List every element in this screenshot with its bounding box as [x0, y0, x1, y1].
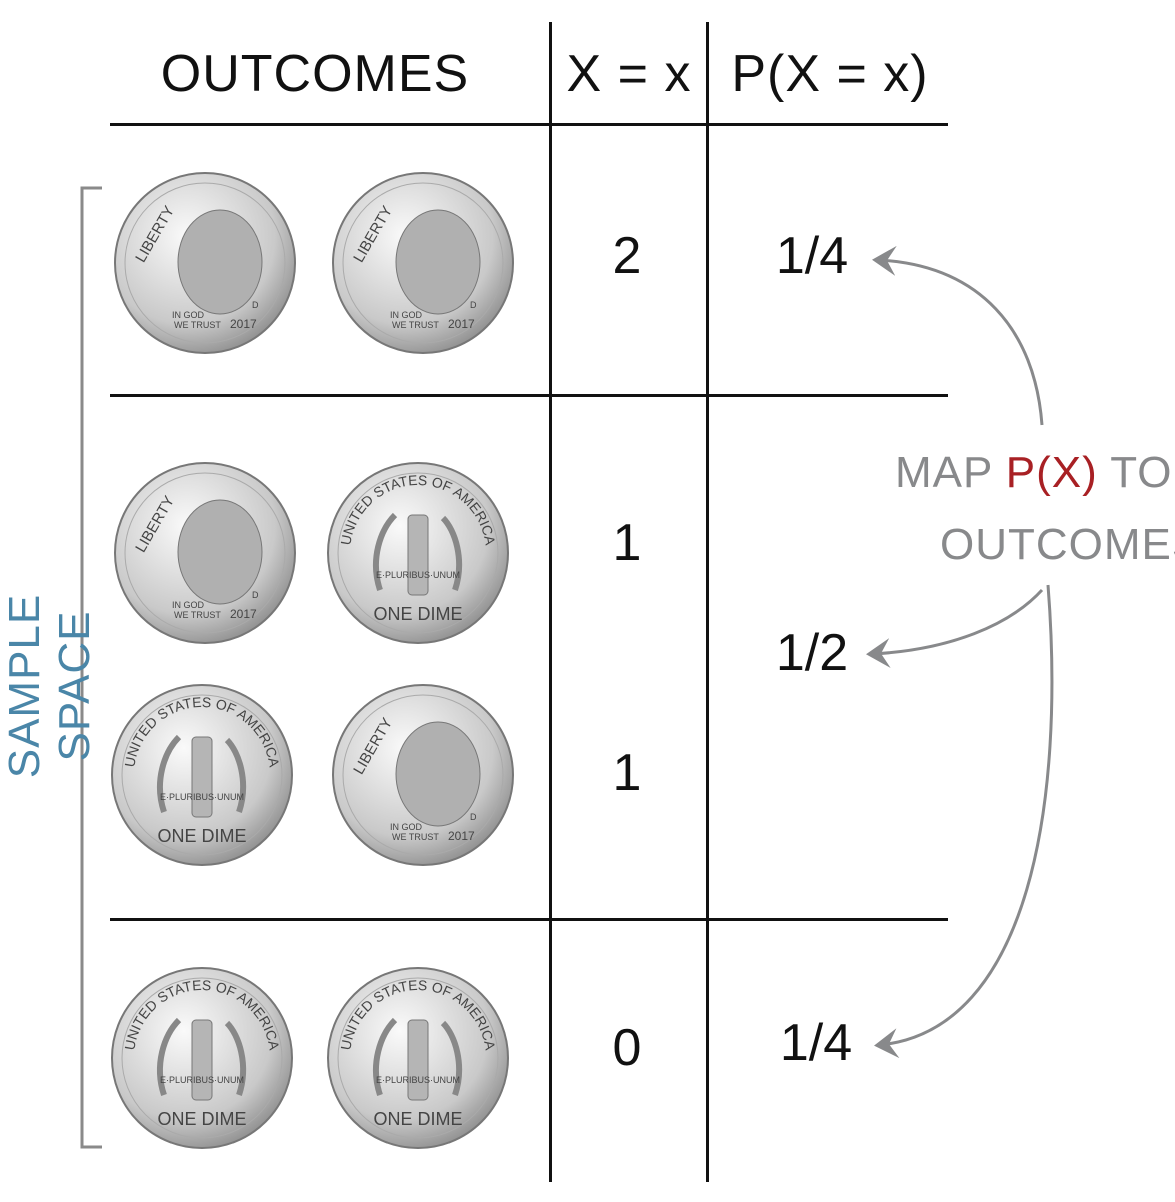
annotation-highlight: P(X) [1005, 448, 1098, 497]
probability-row-4: 1/4 [779, 1014, 853, 1072]
header-rule [110, 123, 948, 126]
row-divider-1 [110, 394, 948, 397]
coin-trust-1: IN GOD [390, 822, 423, 832]
x-value-row-2: 1 [612, 514, 642, 572]
arrow-to-row-1 [872, 245, 1044, 426]
coin-motto: E·PLURIBUS·UNUM [160, 1075, 244, 1085]
sample-space-bracket [80, 186, 102, 1149]
coin-trust-2: WE TRUST [174, 610, 221, 620]
column-divider-2 [706, 22, 709, 1182]
arrow-to-row-2 [866, 588, 1044, 669]
coin-trust-2: WE TRUST [392, 320, 439, 330]
coin-trust-2: WE TRUST [174, 320, 221, 330]
coin-mint: D [252, 590, 259, 600]
annotation-line-2: OUTCOMES [940, 520, 1175, 569]
coin-year: 2017 [230, 317, 257, 331]
coin-denomination: ONE DIME [373, 1109, 462, 1129]
probability-row-1: 1/4 [775, 227, 849, 285]
dime-tails: UNITED STATES OF AMERICA E·PLURIBUS·UNUM… [109, 965, 295, 1151]
coin-trust-1: IN GOD [390, 310, 423, 320]
dime-heads: LIBERTY IN GOD WE TRUST 2017 D [330, 170, 516, 356]
header-probability: P(X = x) [731, 45, 929, 103]
x-value-row-4: 0 [612, 1019, 642, 1077]
coin-trust-1: IN GOD [172, 600, 205, 610]
coin-mint: D [470, 300, 477, 310]
coin-motto: E·PLURIBUS·UNUM [376, 570, 460, 580]
dime-heads: LIBERTY IN GOD WE TRUST 2017 D [330, 682, 516, 868]
dime-tails: UNITED STATES OF AMERICA E·PLURIBUS·UNUM… [325, 460, 511, 646]
arrow-to-row-4 [874, 584, 1054, 1059]
coin-year: 2017 [230, 607, 257, 621]
annotation-text-2: TO [1097, 448, 1173, 497]
x-value-row-3: 1 [612, 744, 642, 802]
row-divider-2 [110, 918, 948, 921]
coin-year: 2017 [448, 317, 475, 331]
coin-trust-2: WE TRUST [392, 832, 439, 842]
coin-trust-1: IN GOD [172, 310, 205, 320]
coin-motto: E·PLURIBUS·UNUM [376, 1075, 460, 1085]
annotation-text: MAP [895, 448, 1006, 497]
dime-tails: UNITED STATES OF AMERICA E·PLURIBUS·UNUM… [325, 965, 511, 1151]
dime-heads: LIBERTY IN GOD WE TRUST 2017 D [112, 460, 298, 646]
probability-row-2: 1/2 [775, 624, 849, 682]
coin-denomination: ONE DIME [157, 1109, 246, 1129]
coin-year: 2017 [448, 829, 475, 843]
dime-heads: LIBERTY IN GOD WE TRUST 2017 D [112, 170, 298, 356]
coin-motto: E·PLURIBUS·UNUM [160, 792, 244, 802]
column-divider-1 [549, 22, 552, 1182]
coin-denomination: ONE DIME [373, 604, 462, 624]
header-outcomes: OUTCOMES [160, 45, 470, 103]
coin-mint: D [470, 812, 477, 822]
coin-denomination: ONE DIME [157, 826, 246, 846]
annotation-line-1: MAP P(X) TO [895, 448, 1173, 498]
x-value-row-1: 2 [612, 227, 642, 285]
dime-tails: UNITED STATES OF AMERICA E·PLURIBUS·UNUM… [109, 682, 295, 868]
header-x-value: X = x [566, 45, 692, 103]
coin-mint: D [252, 300, 259, 310]
